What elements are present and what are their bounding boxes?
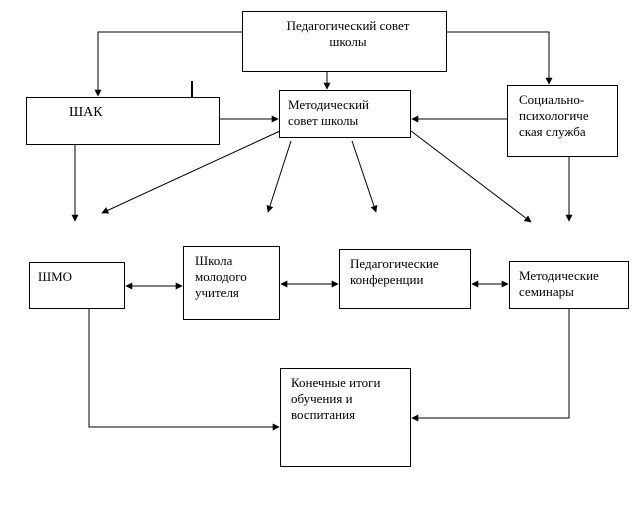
edge-council-shak — [94, 31, 242, 97]
edge-seminars-results — [411, 309, 570, 422]
edge-method-council-young-school — [266, 140, 292, 213]
node-shmo: ШМО — [29, 262, 125, 309]
node-young-teacher-school: Школа молодого учителя — [183, 246, 280, 320]
node-shak: ШАК — [26, 97, 220, 145]
node-young-teacher-school-label: Школа молодого учителя — [195, 253, 247, 300]
node-methodical-seminars: Методические семинары — [509, 261, 629, 309]
node-methodical-seminars-label: Методические семинары — [519, 268, 599, 299]
edge-method-council-conferences — [351, 140, 378, 213]
node-shmo-label: ШМО — [38, 269, 73, 284]
node-methodical-council: Методический совет школы — [279, 90, 411, 138]
node-shak-label: ШАК — [69, 105, 103, 120]
edge-method-council-seminars — [410, 130, 532, 223]
node-final-results-label: Конечные итоги обучения и воспитания — [291, 375, 381, 422]
node-social-psych-service-label: Социально- психологиче ская служба — [519, 92, 589, 139]
node-social-psych-service: Социально- психологиче ская служба — [507, 85, 618, 157]
node-pedagogical-conferences-label: Педагогические конференции — [350, 256, 439, 287]
node-methodical-council-label: Методический совет школы — [288, 97, 369, 128]
node-final-results: Конечные итоги обучения и воспитания — [280, 368, 411, 467]
node-pedagogical-conferences: Педагогические конференции — [339, 249, 471, 309]
edge-shmo-results — [88, 309, 280, 431]
edge-council-social-service — [447, 31, 553, 85]
edge-method-council-shmo — [101, 130, 281, 214]
node-pedagogical-council: Педагогический совет школы — [242, 11, 447, 72]
node-pedagogical-council-label: Педагогический совет школы — [286, 18, 410, 49]
